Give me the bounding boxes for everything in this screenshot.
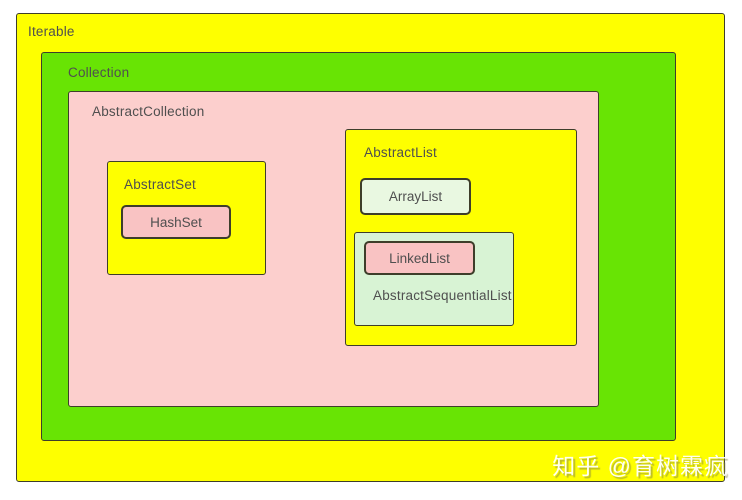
array-list-label: ArrayList [388, 189, 443, 204]
iterable-box: Iterable Collection AbstractCollection A… [16, 13, 725, 482]
linked-list-box: LinkedList [364, 241, 475, 275]
hash-set-label: HashSet [150, 214, 202, 230]
zhihu-watermark: 知乎 @育树霖疯 [552, 453, 728, 479]
linked-list-label: LinkedList [389, 250, 450, 266]
abstract-list-label: AbstractList [364, 145, 437, 160]
collection-label: Collection [68, 65, 130, 80]
abstract-list-box: AbstractList ArrayList LinkedList Abstra… [345, 129, 577, 346]
abstract-collection-box: AbstractCollection AbstractSet HashSet A… [68, 91, 599, 407]
collection-box: Collection AbstractCollection AbstractSe… [41, 52, 676, 441]
abstract-sequential-list-label: AbstractSequentialList [373, 288, 512, 303]
abstract-collection-label: AbstractCollection [92, 104, 205, 119]
array-list-box: ArrayList [360, 178, 471, 215]
iterable-label: Iterable [28, 24, 75, 39]
abstract-set-box: AbstractSet HashSet [107, 161, 266, 275]
abstract-set-label: AbstractSet [124, 177, 196, 192]
hash-set-box: HashSet [121, 205, 231, 239]
abstract-sequential-list-box: LinkedList AbstractSequentialList [354, 232, 514, 326]
